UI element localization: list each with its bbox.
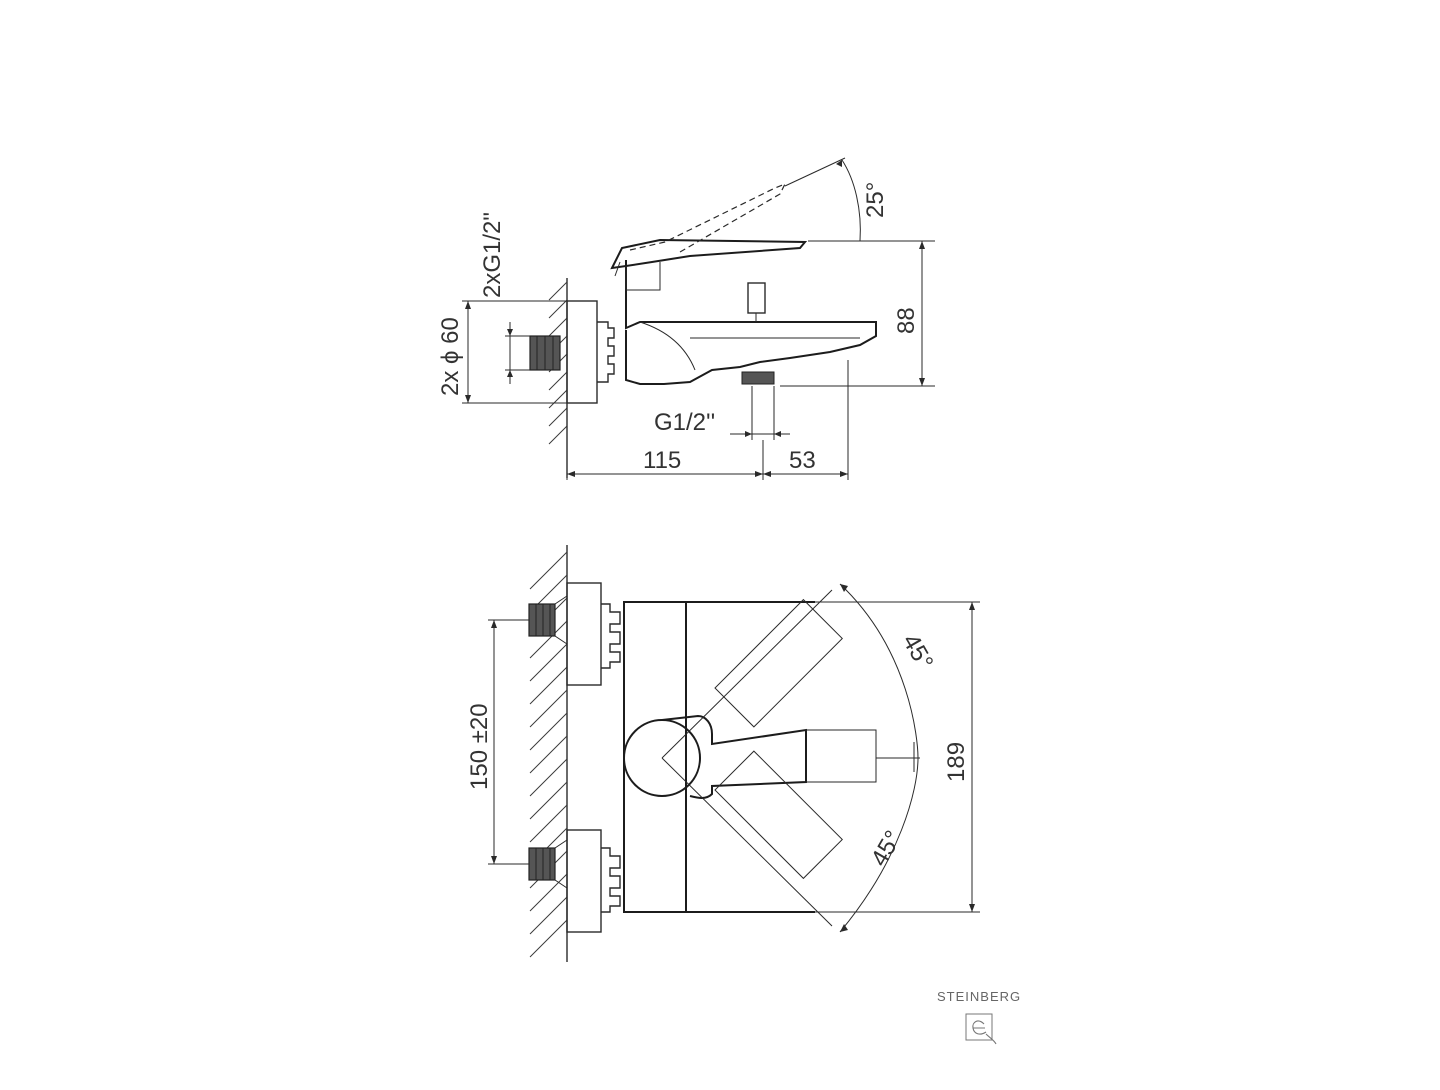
upper-rosette [566, 582, 602, 686]
lower-rosette [566, 829, 602, 933]
dim-inlet-thread: 2xG1/2" [479, 212, 506, 298]
lever-open-dashed [629, 182, 787, 253]
dim-outlet-thread: G1/2'' [654, 409, 715, 436]
dim-depth-wall: 115 [643, 447, 681, 474]
outlet-thread [741, 371, 775, 385]
dim-length: 189 [943, 742, 970, 782]
diverter-knob [747, 282, 766, 314]
steinberg-logo-icon [965, 1013, 997, 1045]
lower-inlet-thread [528, 847, 556, 881]
rosette-side [566, 300, 598, 404]
dim-inlet-spacing: 150 ±20 [466, 703, 493, 790]
lever-closed [610, 238, 808, 270]
dim-height: 88 [893, 307, 920, 334]
upper-inlet-thread [528, 603, 556, 637]
lever-top [661, 714, 807, 799]
dim-depth-spout: 53 [789, 447, 816, 474]
side-view: 2xG1/2" 2x ϕ 60 25° 88 G1/2'' 115 53 [437, 157, 935, 480]
swivel-arc [839, 583, 919, 933]
brand-block: STEINBERG [937, 989, 1021, 1045]
dim-angle-lower: 45° [866, 826, 908, 871]
mixer-body-top [623, 601, 687, 913]
brand-name: STEINBERG [937, 989, 1021, 1004]
dim-lever-angle: 25° [862, 182, 889, 218]
dim-angle-upper: 45° [897, 630, 939, 675]
mixer-body-side [625, 260, 877, 385]
dim-rosette-diameter: 2x ϕ 60 [437, 317, 464, 396]
top-view: 150 ±20 45° 45° 189 [466, 545, 980, 962]
eccentric-connector [597, 321, 615, 383]
